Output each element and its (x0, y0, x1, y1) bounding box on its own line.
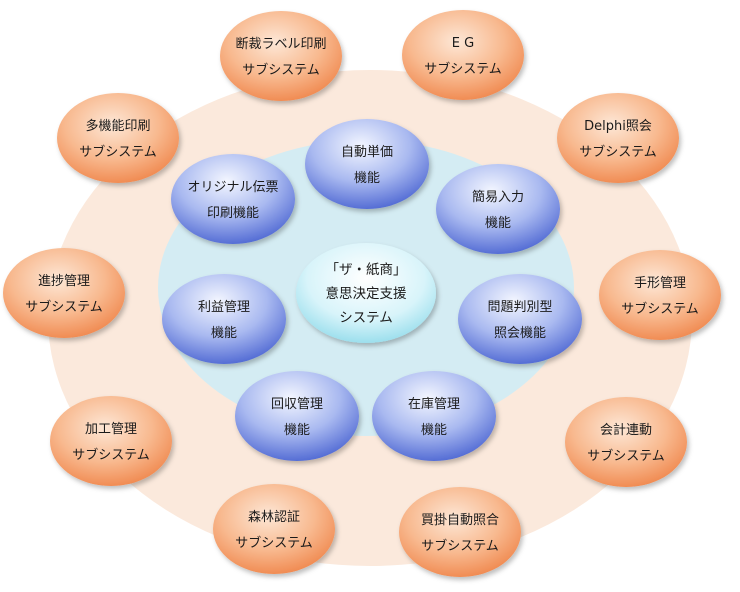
function-label-line: 機能 (354, 171, 380, 186)
function-bubble (171, 154, 295, 244)
center-label-line: システム (339, 310, 393, 326)
function-bubble (305, 119, 429, 209)
subsystem-bubble (3, 248, 125, 338)
subsystem-label-line: E G (452, 36, 474, 51)
center-label-line: 「ザ・紙商」 (326, 262, 407, 278)
function-label-line: 在庫管理 (408, 397, 460, 412)
subsystem-label-line: サブシステム (421, 538, 499, 554)
subsystem-bubble (57, 93, 179, 183)
center-bubble (296, 243, 436, 343)
subsystem-label-line: サブシステム (235, 535, 313, 551)
subsystem-bubble (220, 11, 342, 101)
function-label-line: 利益管理 (198, 300, 250, 315)
subsystem-bubble (565, 397, 687, 487)
function-bubble (162, 274, 286, 364)
subsystem-label-line: 買掛自動照合 (421, 513, 499, 528)
subsystem-label-line: サブシステム (579, 144, 657, 160)
subsystem-label-line: サブシステム (242, 62, 320, 78)
subsystem-label-line: 手形管理 (634, 276, 686, 291)
function-label-line: オリジナル伝票 (187, 180, 278, 195)
subsystem-label-line: サブシステム (587, 448, 665, 464)
subsystem-bubble (50, 396, 172, 486)
function-bubble (235, 371, 359, 461)
subsystem-label-line: サブシステム (72, 447, 150, 463)
subsystem-bubble (399, 487, 521, 577)
subsystem-eg: E G サブシステム (402, 10, 524, 100)
subsystem-bubble (402, 10, 524, 100)
subsystem-label-line: 多機能印刷 (85, 118, 150, 134)
subsystem-bubble (557, 93, 679, 183)
subsystem-label-line: サブシステム (621, 301, 699, 317)
subsystem-label-line: Delphi照会 (584, 119, 652, 134)
subsystem-label-line: サブシステム (424, 61, 502, 77)
function-label-line: 印刷機能 (207, 206, 259, 221)
function-bubble (372, 371, 496, 461)
function-layer: 自動単価機能簡易入力機能問題判別型照会機能在庫管理機能回収管理機能利益管理機能オ… (162, 119, 582, 461)
function-label-line: 自動単価 (341, 144, 393, 160)
subsystem-bubble (599, 250, 721, 340)
center-label-line: 意思決定支援 (326, 285, 407, 302)
subsystem-label-line: 森林認証 (248, 509, 300, 525)
function-label-line: 機能 (211, 326, 237, 341)
subsystem-label-line: 会計連動 (600, 422, 652, 438)
function-label-line: 機能 (485, 216, 511, 231)
subsystem-bubble (213, 484, 335, 574)
subsystem-label-line: 進捗管理 (38, 274, 90, 289)
function-label-line: 照会機能 (494, 326, 546, 341)
function-label-line: 問題判別型 (487, 300, 552, 315)
subsystem-label-line: 断裁ラベル印刷 (235, 36, 326, 52)
subsystem-label-line: 加工管理 (85, 422, 137, 437)
subsystem-label-line: サブシステム (79, 144, 157, 160)
function-bubble (436, 164, 560, 254)
function-bubble (458, 274, 582, 364)
function-label-line: 回収管理 (271, 397, 323, 412)
subsystem-label-line: サブシステム (25, 299, 103, 315)
function-label-line: 機能 (421, 423, 447, 438)
function-label-line: 機能 (284, 423, 310, 438)
function-label-line: 簡易入力 (472, 190, 524, 205)
